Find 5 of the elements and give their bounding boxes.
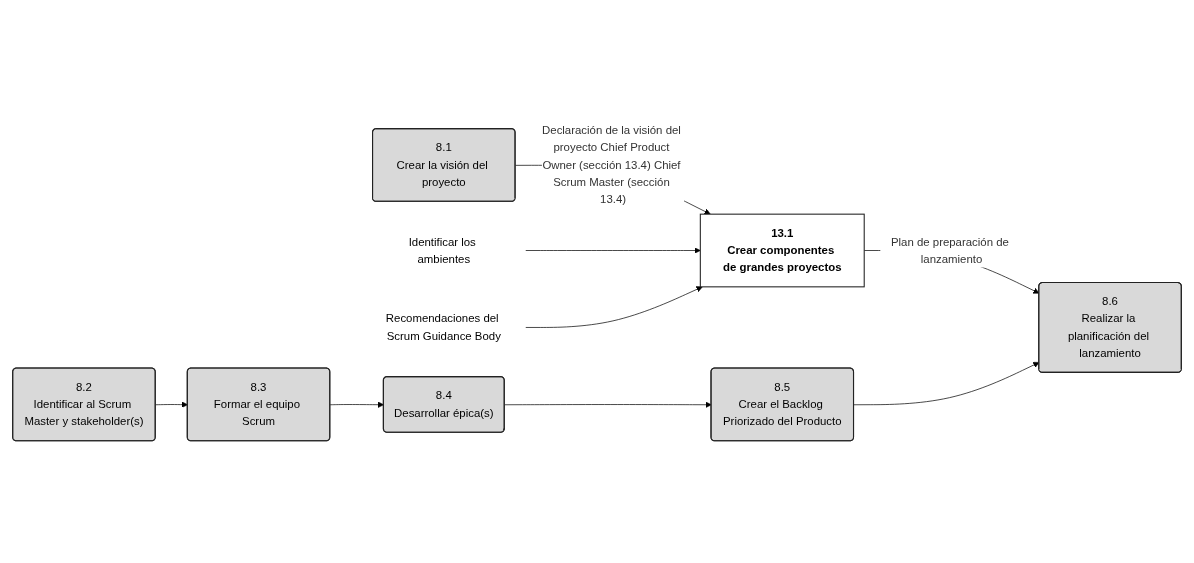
edge-label: Declaración de la visión del proyecto Chief Product Owner (sección 13.4) Chief Scrum Master (sección 13.4): [542, 124, 681, 205]
node-text: Identificar los ambientes: [408, 235, 476, 265]
node-box: 13.1 Crear componentes de grandes proyectos: [699, 213, 865, 288]
edge-label: Plan de preparación de lanzamiento: [890, 235, 1009, 265]
node-text: Recomendaciones del Scrum Guidance Body: [385, 312, 501, 342]
